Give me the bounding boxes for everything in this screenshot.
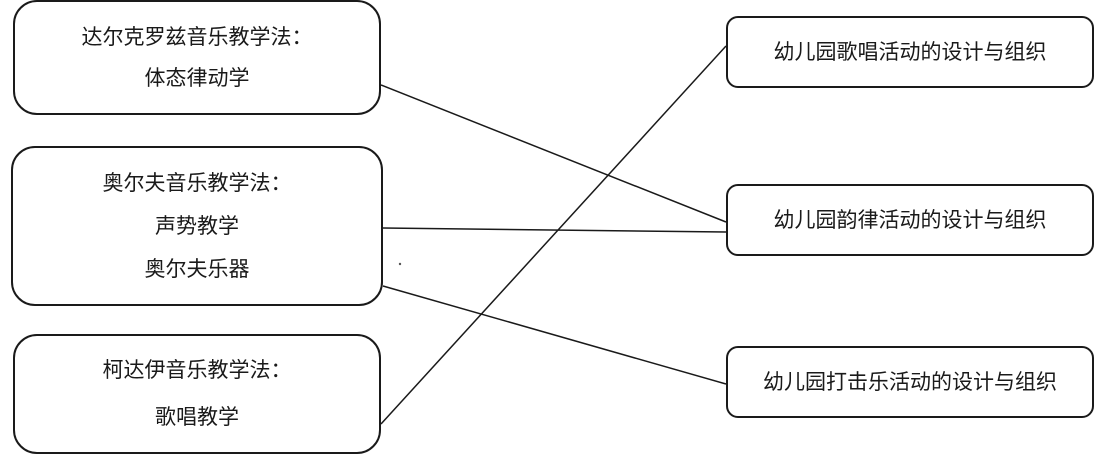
method-box-kodaly: 柯达伊音乐教学法： 歌唱教学 (13, 334, 381, 454)
connector-kodaly-to-singing (380, 45, 727, 425)
stray-dot (398, 262, 402, 266)
method-item-singing: 歌唱教学 (155, 405, 239, 429)
connector-orff-to-percussion (382, 285, 727, 385)
connector-orff-to-rhythm (382, 227, 727, 233)
connector-dalcroze-to-rhythm (380, 84, 727, 223)
activity-box-rhythm: 幼儿园韵律活动的设计与组织 (726, 184, 1094, 256)
activity-box-percussion: 幼儿园打击乐活动的设计与组织 (726, 346, 1094, 418)
method-item-orff-instruments: 奥尔夫乐器 (144, 256, 250, 281)
method-item-eurhythmics: 体态律动学 (144, 65, 250, 90)
activity-box-singing: 幼儿园歌唱活动的设计与组织 (726, 16, 1094, 88)
activity-label-singing: 幼儿园歌唱活动的设计与组织 (773, 39, 1047, 64)
method-title-orff: 奥尔夫音乐教学法： (102, 170, 292, 195)
method-box-dalcroze: 达尔克罗兹音乐教学法： 体态律动学 (13, 0, 381, 115)
activity-label-percussion: 幼儿园打击乐活动的设计与组织 (763, 369, 1057, 394)
method-box-orff: 奥尔夫音乐教学法： 声势教学 奥尔夫乐器 (11, 146, 383, 306)
method-title-kodaly: 柯达伊音乐教学法： (102, 358, 292, 382)
method-item-body-percussion: 声势教学 (155, 213, 239, 238)
activity-label-rhythm: 幼儿园韵律活动的设计与组织 (773, 207, 1047, 232)
method-title-dalcroze: 达尔克罗兹音乐教学法： (81, 24, 313, 49)
